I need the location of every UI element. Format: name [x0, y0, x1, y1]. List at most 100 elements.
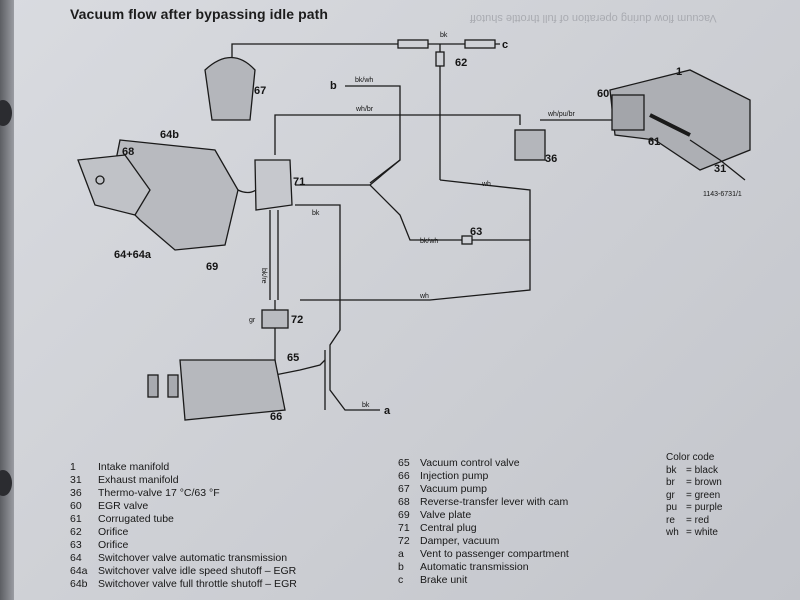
legend-num: 67: [398, 483, 410, 495]
egr-valve-60: [611, 94, 645, 131]
legend-text: Thermo-valve 17 °C/63 °F: [98, 487, 220, 499]
label-64b: 64b: [160, 129, 179, 141]
hose-line: [237, 189, 257, 194]
legend-num: 72: [398, 535, 410, 547]
color-code-legend: Color code bk= black br= brown gr= green…: [666, 452, 722, 540]
color-code-key: bk: [666, 464, 677, 476]
label-69: 69: [206, 261, 218, 273]
hose-line: [300, 239, 531, 301]
legend-num: 69: [398, 509, 410, 521]
legend-num: b: [398, 561, 404, 573]
hose-label: wh: [481, 181, 491, 188]
hose-line: [295, 184, 510, 241]
color-code-key: re: [666, 514, 675, 526]
orifice-62: [435, 51, 445, 67]
binder-hole: [0, 100, 12, 126]
legend-num: 66: [398, 470, 410, 482]
legend-text: Damper, vacuum: [420, 535, 500, 547]
color-code-name: = red: [686, 514, 710, 526]
hose-label: wh/pu/br: [547, 111, 576, 118]
thermo-valve-36: [514, 129, 546, 161]
hose-connector: [464, 39, 496, 49]
hose-label: bk: [440, 32, 448, 39]
pump-fitting: [147, 374, 159, 398]
hose-label: wh/br: [355, 106, 374, 113]
orifice-63: [461, 235, 473, 245]
hose-label: bk/re: [260, 268, 267, 284]
legend-num: 68: [398, 496, 410, 508]
label-66: 66: [270, 411, 282, 423]
hose-label: bk/wh: [420, 238, 438, 245]
hose-label-b: b: [330, 80, 337, 92]
legend-text: EGR valve: [98, 500, 149, 512]
color-code-name: = purple: [686, 502, 723, 513]
label-60: 60: [597, 88, 609, 100]
hose-label-a: a: [384, 405, 391, 417]
legend-text: Orifice: [98, 539, 129, 551]
hose-line: [345, 85, 401, 184]
color-code-key: pu: [666, 502, 678, 513]
label-36: 36: [545, 153, 557, 165]
label-72: 72: [291, 314, 303, 326]
exhaust-manifold-31: [689, 139, 746, 181]
label-63: 63: [470, 226, 482, 238]
label-64-64a: 64+64a: [114, 249, 152, 261]
lever-pivot: [95, 175, 105, 185]
legend-num: c: [398, 574, 404, 586]
color-code-name: = brown: [686, 477, 722, 488]
label-61: 61: [648, 136, 660, 148]
legend-num: 65: [398, 457, 410, 469]
label-68: 68: [122, 146, 134, 158]
pump-fitting: [167, 374, 179, 398]
color-code-key: wh: [666, 527, 679, 538]
legend-text: Intake manifold: [98, 461, 170, 473]
legend-text: Exhaust manifold: [98, 474, 179, 486]
legend-text: Switchover valve idle speed shutoff – EG…: [98, 565, 297, 577]
binder-edge: [0, 0, 14, 600]
hose-label: bk: [362, 402, 370, 409]
label-65: 65: [287, 352, 299, 364]
legend-num: 63: [70, 539, 82, 551]
legend-num: 64: [70, 552, 82, 564]
legend-text: Reverse-transfer lever with cam: [420, 496, 569, 508]
hose-label: wh: [419, 293, 429, 300]
legend-num: 1: [70, 461, 76, 473]
legend-text: Corrugated tube: [98, 513, 174, 525]
legend-num: 71: [398, 522, 410, 534]
hose-label-c: c: [502, 39, 508, 51]
legend-num: 31: [70, 474, 82, 486]
label-67: 67: [254, 85, 266, 97]
legend-num: 64a: [70, 565, 88, 577]
legend-text: Switchover valve automatic transmission: [98, 552, 288, 564]
hose-label: bk: [312, 210, 320, 217]
hose-line: [295, 204, 380, 411]
part-code: 1143-6731/1: [703, 191, 742, 198]
color-code-key: br: [666, 477, 675, 488]
corrugated-tube-61: [649, 113, 691, 137]
legend-num: 64b: [70, 578, 88, 590]
hose-line: [231, 43, 400, 85]
color-code-name: = black: [686, 464, 718, 476]
color-code-key: gr: [666, 489, 675, 501]
vacuum-damper-72: [261, 309, 289, 329]
legend-num: 62: [70, 526, 82, 538]
hose-connector: [397, 39, 429, 49]
diagram-title: Vacuum flow after bypassing idle path: [70, 6, 329, 22]
legend-text: Automatic transmission: [420, 561, 529, 573]
color-code-heading: Color code: [666, 452, 715, 463]
transfer-lever-68: [77, 154, 151, 216]
legend-text: Vent to passenger compartment: [420, 548, 569, 560]
label-71: 71: [293, 176, 305, 188]
legend-num: 60: [70, 500, 82, 512]
hose-line: [274, 355, 326, 376]
legend-text: Valve plate: [420, 509, 472, 521]
central-plug-71: [254, 159, 293, 211]
hose-line: [369, 159, 401, 186]
hose-label: bk/wh: [355, 77, 373, 84]
vacuum-pump-67: [204, 56, 256, 121]
legend-text: Switchover valve full throttle shutoff –…: [98, 578, 297, 590]
